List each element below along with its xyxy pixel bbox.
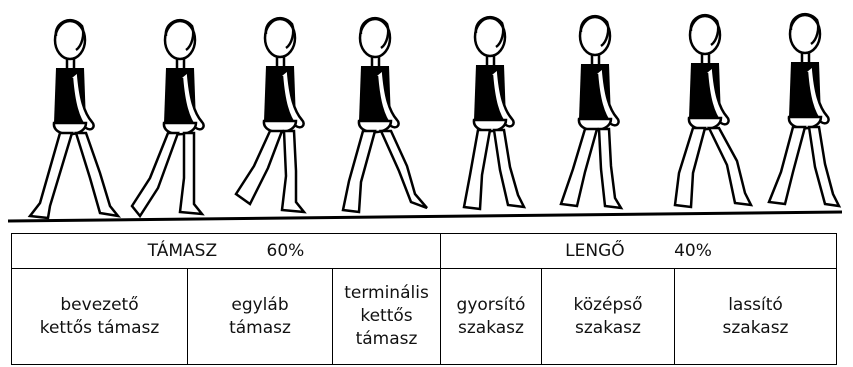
subphase-line: egyláb [231,294,289,315]
subphase-line: támasz [355,329,418,349]
subphase-line: terminális [344,283,429,303]
walker-figure [462,15,527,211]
subphase-cell: terminális kettős támasz [332,268,441,365]
subphase-line: szakasz [722,317,789,338]
walker-figure [27,18,122,220]
walker-figure [559,14,624,210]
subphase-cell: lassító szakasz [673,268,838,365]
subphase-cell: bevezető kettős támasz [11,268,188,365]
subphase-line: bevezető [60,294,139,315]
stance-phase-cell: TÁMASZ 60% [11,233,441,269]
subphase-line: szakasz [458,317,524,338]
subphase-line: kettős támasz [39,317,160,338]
subphase-cell: egyláb támasz [187,268,333,365]
walker-figure [673,13,754,209]
subphase-line: kettős [360,306,413,326]
subphase-line: középső [573,294,643,315]
swing-phase-cell: LENGŐ 40% [439,233,838,269]
phase-percent: 60% [266,240,305,261]
walker-figure [234,16,307,214]
walker-figure [130,18,205,219]
phase-name: LENGŐ [565,240,625,261]
walking-sequence-illustration [7,12,843,223]
phase-percent: 40% [674,240,712,261]
walker-figure [341,16,428,214]
subphase-line: szakasz [575,317,641,338]
subphase-line: gyorsító [456,294,526,315]
subphase-line: lassító [728,294,783,315]
walker-figure [767,12,842,208]
subphase-line: támasz [229,317,291,338]
phase-name: TÁMASZ [147,240,218,261]
ground-line [7,210,843,223]
gait-phase-table: TÁMASZ 60% LENGŐ 40% bevezető kettős tám… [11,233,838,365]
subphase-cell: gyorsító szakasz [440,268,542,365]
subphase-cell: középső szakasz [541,268,675,365]
